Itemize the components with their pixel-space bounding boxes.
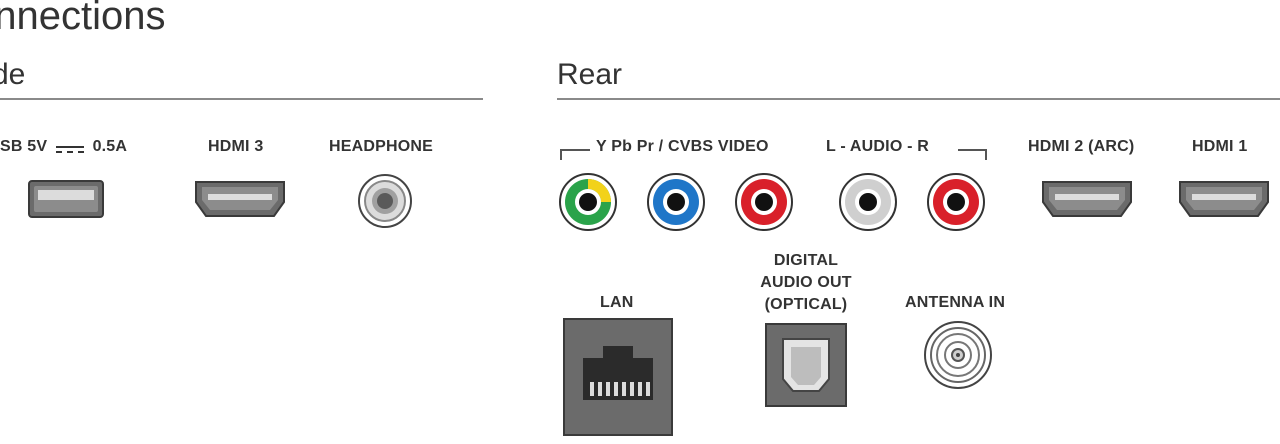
hdmi2-label: HDMI 2 (ARC) (1028, 138, 1135, 155)
antenna-coax-icon (924, 321, 992, 389)
rca-audio-right-jack-icon (927, 173, 985, 231)
audio-group-bracket (958, 149, 987, 160)
hdmi2-port-icon (1042, 181, 1132, 217)
hdmi3-label: HDMI 3 (208, 138, 264, 155)
video-group-bracket (560, 149, 590, 160)
usb-label-prefix: SB 5V (0, 138, 48, 155)
rca-y-green-jack-icon (559, 173, 617, 231)
dc-symbol-icon (55, 142, 84, 153)
usb-label-suffix: 0.5A (92, 138, 128, 155)
digital-audio-label: DIGITAL AUDIO OUT (OPTICAL) (752, 250, 860, 316)
rear-heading: Rear (557, 58, 623, 91)
hdmi3-port-icon (195, 181, 285, 217)
hdmi1-label: HDMI 1 (1192, 138, 1248, 155)
digital-audio-label-line3: (OPTICAL) (764, 296, 848, 313)
antenna-label: ANTENNA IN (905, 294, 1006, 311)
rca-pr-red-jack-icon (735, 173, 793, 231)
video-group-label: Y Pb Pr / CVBS VIDEO (596, 138, 769, 155)
digital-audio-label-line1: DIGITAL (773, 252, 839, 269)
side-heading: de (0, 58, 26, 91)
side-divider (0, 98, 483, 100)
rear-divider (557, 98, 1280, 100)
lan-label: LAN (600, 294, 634, 311)
optical-port-icon (765, 323, 847, 407)
headphone-jack-icon (358, 174, 412, 228)
usb-label: SB 5V 0.5A (0, 138, 127, 156)
digital-audio-label-line2: AUDIO OUT (760, 274, 852, 291)
audio-group-label: L - AUDIO - R (826, 138, 930, 155)
hdmi1-port-icon (1179, 181, 1269, 217)
page-title: onnections (0, 0, 166, 38)
lan-port-icon (563, 318, 673, 436)
rca-audio-left-jack-icon (839, 173, 897, 231)
rca-pb-blue-jack-icon (647, 173, 705, 231)
usb-port-icon (28, 180, 104, 218)
headphone-label: HEADPHONE (329, 138, 434, 155)
